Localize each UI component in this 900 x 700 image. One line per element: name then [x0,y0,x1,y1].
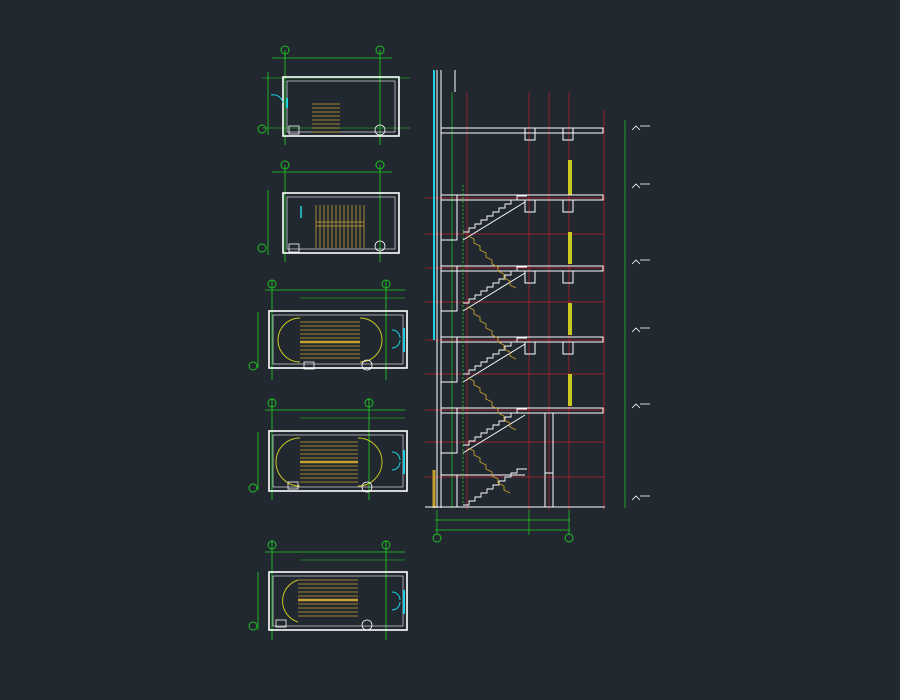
axis-bubble [267,279,277,289]
stair-plan-5 [248,540,408,640]
axis-grid [425,92,605,510]
axis-bubble [381,279,391,289]
axis-bubble [375,45,385,55]
axis-bubble [248,621,258,631]
stair-well-wall [268,571,408,631]
level-markers [631,125,650,501]
axis-bubble [257,124,267,134]
axis-bubble [280,160,290,170]
stair-well-wall [282,192,400,254]
axis-bubble [432,533,442,543]
stair-flights [455,195,527,506]
stair-well-wall [282,76,400,137]
axis-bubble [248,483,258,493]
axis-bubble [364,398,374,408]
stair-plan-3 [248,279,408,380]
stair-well-wall [268,430,408,492]
axis-bubble [257,243,267,253]
axis-bubble [280,45,290,55]
axis-bubble [248,361,258,371]
axis-bubble [564,533,574,543]
axis-bubble [267,540,277,550]
stair-plan-2 [257,160,400,262]
roof-slab [440,127,604,134]
axis-bubble [381,540,391,550]
axis-bubble [267,398,277,408]
stair-plan-4 [248,398,408,500]
axis-bubble [375,160,385,170]
stair-section [425,70,650,543]
stair-plan-1 [257,45,410,145]
stair-well-wall [268,310,408,369]
